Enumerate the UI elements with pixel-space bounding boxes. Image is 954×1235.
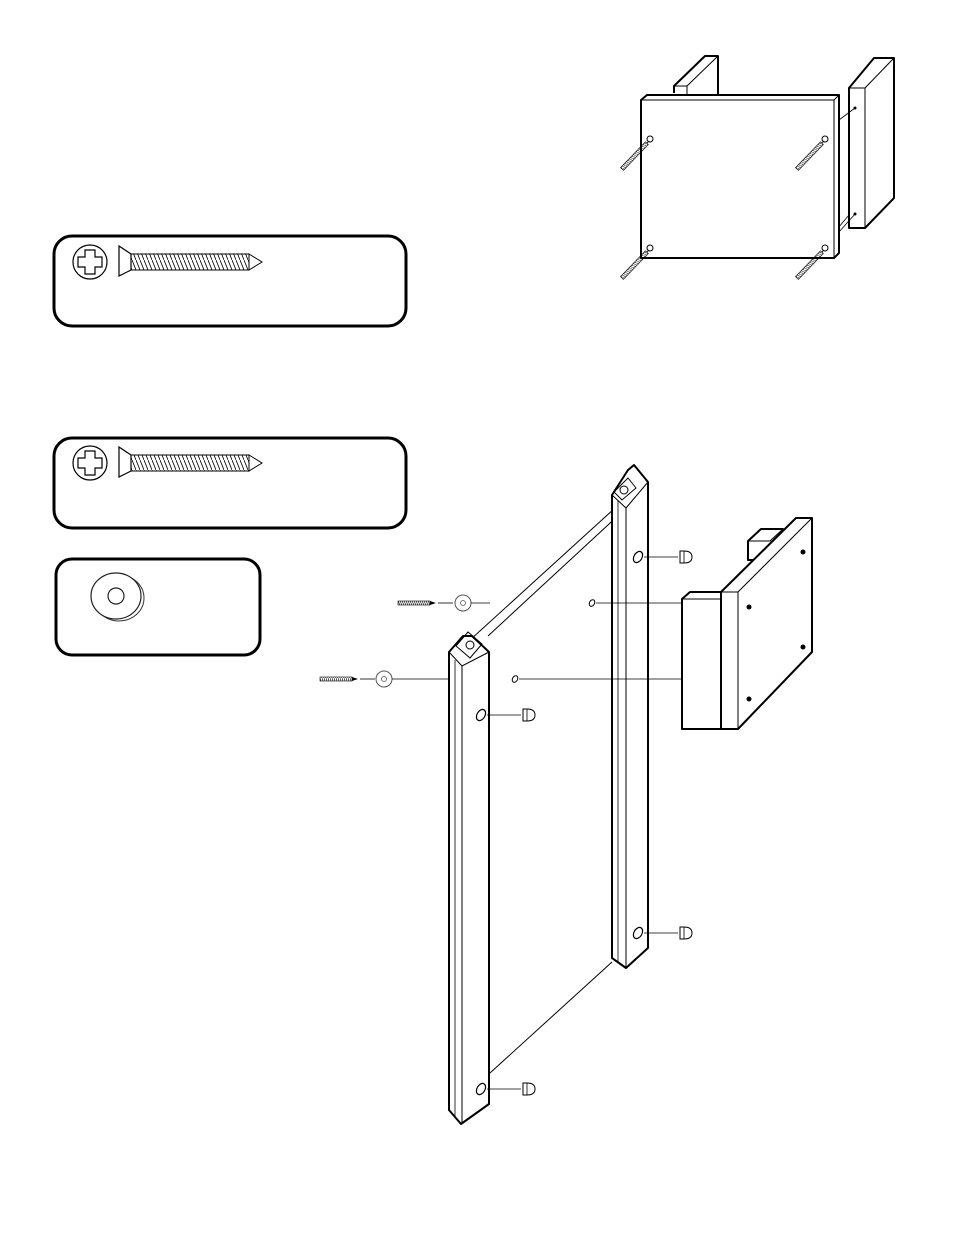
part-box-washer [56,559,260,655]
cam-plug-marks [487,551,692,1095]
part-box-screw-a [54,236,406,326]
frame-assembly [320,465,692,1124]
main-panel [641,95,839,258]
front-rail [449,632,489,1124]
side-block-assembly [682,518,812,729]
side-panel-assembly [620,56,894,279]
end-board [838,58,894,228]
back-rail [612,465,648,968]
part-box-screw-b [54,438,406,528]
